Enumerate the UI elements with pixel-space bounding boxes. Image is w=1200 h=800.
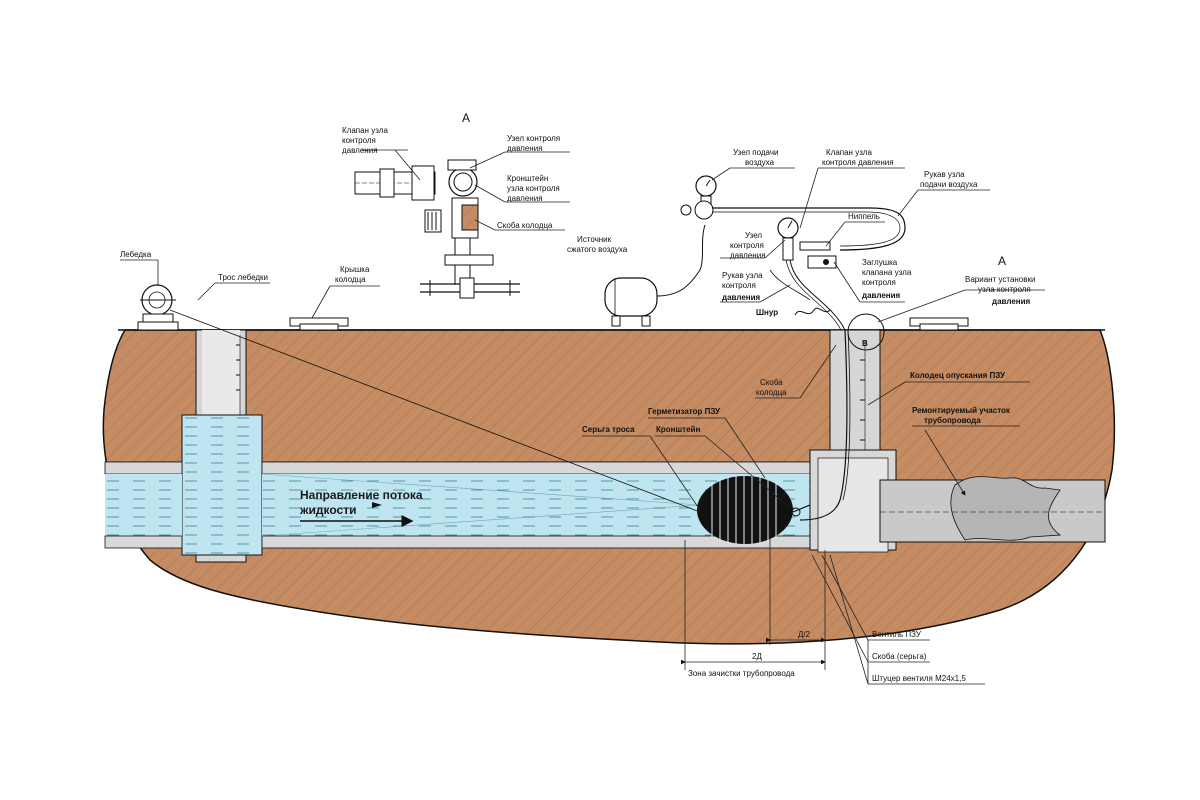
- compressed-air-source: [604, 277, 658, 327]
- repaired-label-1: Ремонтируемый участок: [912, 406, 1011, 415]
- leader-lines: [120, 149, 1045, 685]
- bracket-top-label-1: Кронштейн: [507, 174, 548, 183]
- dimension-lines: [681, 530, 826, 670]
- valve-pzu-label: Вентиль ПЗУ: [872, 630, 922, 639]
- valve-top-label-2: контроля: [342, 136, 376, 145]
- air-source-label-2: сжатого воздуха: [567, 245, 628, 254]
- plug-label-1: Заглушка: [862, 258, 898, 267]
- plug-label-3: контроля: [862, 278, 896, 287]
- flow-direction-label-1: Направление потока: [300, 488, 423, 502]
- sealer-label: Герметизатор ПЗУ: [648, 407, 721, 416]
- winch-label: Лебедка: [120, 250, 152, 259]
- well-clamp-top-label: Скоба колодца: [497, 221, 553, 230]
- left-well-water: [181, 414, 263, 556]
- bracket-top-label-2: узла контроля: [507, 184, 560, 193]
- air-hose-label-2: подачи воздуха: [920, 180, 978, 189]
- lowering-well-label: Колодец опускания ПЗУ: [910, 371, 1006, 380]
- dim-2d: 2Д: [752, 652, 762, 661]
- shackle-label: Скоба (серьга): [872, 652, 927, 661]
- view-a-right-label: А: [998, 254, 1006, 268]
- well-cover-label-2: колодца: [335, 275, 366, 284]
- valve-top-label-3: давления: [342, 146, 378, 155]
- air-node-label-1: Узел подачи: [733, 148, 778, 157]
- hose-pc-label-3: давления: [722, 293, 761, 302]
- install-variant-label-3: давления: [992, 297, 1031, 306]
- gauge-node-label-2: давления: [507, 144, 543, 153]
- detail-view-a: [354, 159, 520, 299]
- repaired-label-2: трубопровода: [924, 416, 981, 425]
- fitting-label: Штуцер вентиля М24х1,5: [872, 674, 966, 683]
- well-clamp-mid-label-2: колодца: [756, 388, 787, 397]
- winch: [137, 284, 179, 331]
- gauge-node-label-1: Узел контроля: [507, 134, 560, 143]
- install-variant-label-2: узла контроля: [978, 285, 1031, 294]
- rope-shackle-label: Серьга троса: [582, 425, 635, 434]
- flow-direction-label-2: жидкости: [299, 503, 356, 517]
- hose-pc-label-2: контроля: [722, 281, 756, 290]
- air-source-label-1: Источник: [577, 235, 612, 244]
- valve-right-label-1: Клапан узла: [826, 148, 872, 157]
- air-node-label-2: воздуха: [745, 158, 775, 167]
- cord-label: Шнур: [756, 308, 778, 317]
- view-a-top-label: А: [462, 111, 470, 125]
- hose-pc-label-1: Рукав узла: [722, 271, 763, 280]
- air-supply-node: [680, 175, 717, 220]
- pc-node-label-2: контроля: [730, 241, 764, 250]
- marker-b: В: [862, 339, 868, 348]
- pc-node-label-1: Узел: [745, 231, 762, 240]
- plug-label-2: клапана узла: [862, 268, 912, 277]
- dim-d2: Д/2: [798, 630, 811, 639]
- pc-node-label-3: давления: [730, 251, 766, 260]
- pressure-control-node: [777, 217, 837, 269]
- valve-top-label-1: Клапан узла: [342, 126, 388, 135]
- air-hose-label-1: Рукав узла: [924, 170, 965, 179]
- cleaning-zone-label: Зона зачистки трубопровода: [688, 669, 795, 678]
- install-variant-label-1: Вариант установки: [965, 275, 1035, 284]
- sealer-pzu: [697, 476, 793, 544]
- cord-line: [794, 307, 831, 316]
- nipple-label: Ниппель: [848, 212, 880, 221]
- valve-right-label-2: контроля давления: [822, 158, 894, 167]
- winch-rope-line: [169, 309, 701, 513]
- marker-b-circle: [847, 313, 885, 351]
- well-clamp-mid-label-1: Скоба: [760, 378, 783, 387]
- bracket-top-label-3: давления: [507, 194, 543, 203]
- well-cover-label-1: Крышка: [340, 265, 370, 274]
- bracket-mid-label: Кронштейн: [656, 425, 700, 434]
- winch-rope-label: Трос лебедки: [218, 273, 268, 282]
- plug-label-4: давления: [862, 291, 901, 300]
